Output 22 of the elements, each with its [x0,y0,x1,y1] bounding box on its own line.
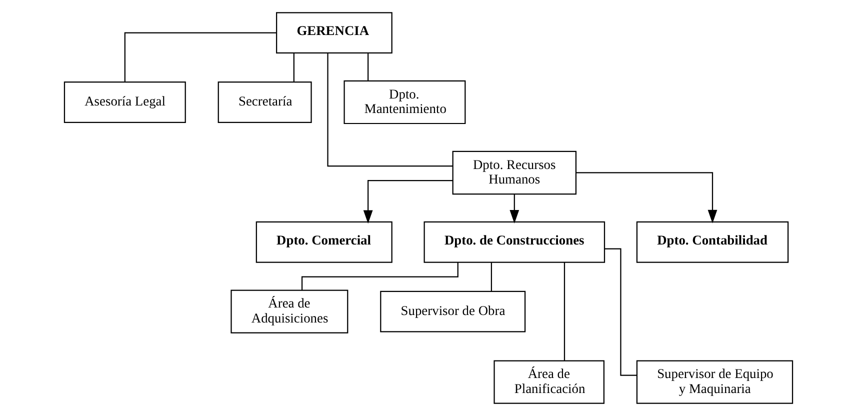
node-box: GERENCIA [276,12,392,54]
connector [490,262,492,291]
node-box: Dpto. Mantenimiento [343,80,466,124]
connector [563,262,565,361]
node-box: Área de Adquisiciones [230,290,348,334]
node-box: Secretaría [217,82,312,123]
node-box: Supervisor de Obra [380,290,526,332]
node-box: Dpto. de Construcciones [423,221,605,263]
connector [124,32,276,82]
arrow [362,180,452,224]
node-box: Dpto. Contabilidad [636,221,788,263]
node-box: Área de Planificación [493,360,604,404]
node-box: Dpto. Recursos Humanos [452,150,576,195]
connector [326,53,452,167]
connector [604,248,636,376]
arrow [576,172,717,224]
node-box: Supervisor de Equipo y Maquinaria [636,360,793,404]
node-box: Asesoría Legal [63,82,186,123]
node-box: Dpto. Comercial [255,221,392,263]
connector [292,53,294,82]
arrow [509,194,519,224]
connector [367,53,368,81]
